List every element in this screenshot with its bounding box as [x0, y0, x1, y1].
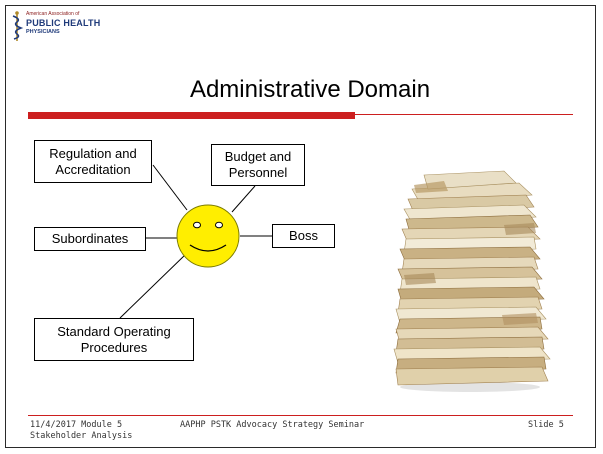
box-regulation-accreditation: Regulation and Accreditation	[34, 140, 152, 183]
box-boss: Boss	[272, 224, 335, 248]
logo-tagline: American Association of	[26, 11, 80, 17]
footer-stakeholder: Stakeholder Analysis	[30, 431, 133, 441]
footer-date-module: 11/4/2017 Module 5	[30, 420, 123, 430]
title-underline-bar	[28, 112, 355, 119]
box-budget-personnel: Budget and Personnel	[211, 144, 305, 186]
logo-name: PUBLIC HEALTH	[26, 18, 101, 28]
logo-subname: PHYSICIANS	[26, 29, 60, 35]
box-standard-operating-procedures: Standard Operating Procedures	[34, 318, 194, 361]
smiley-face-icon	[176, 204, 240, 268]
title-underline-thin	[355, 114, 573, 115]
caduceus-icon	[12, 11, 24, 41]
paper-stack-image	[393, 170, 551, 392]
footer-seminar: AAPHP PSTK Advocacy Strategy Seminar	[180, 420, 365, 430]
footer-left: 11/4/2017 Module 5 Stakeholder Analysis	[30, 420, 132, 442]
slide-title: Administrative Domain	[189, 76, 431, 103]
footer-divider	[28, 415, 573, 416]
box-subordinates: Subordinates	[34, 227, 146, 251]
footer-slide-number: Slide 5	[528, 420, 564, 430]
aaphp-logo: American Association of PUBLIC HEALTH PH…	[10, 8, 130, 48]
